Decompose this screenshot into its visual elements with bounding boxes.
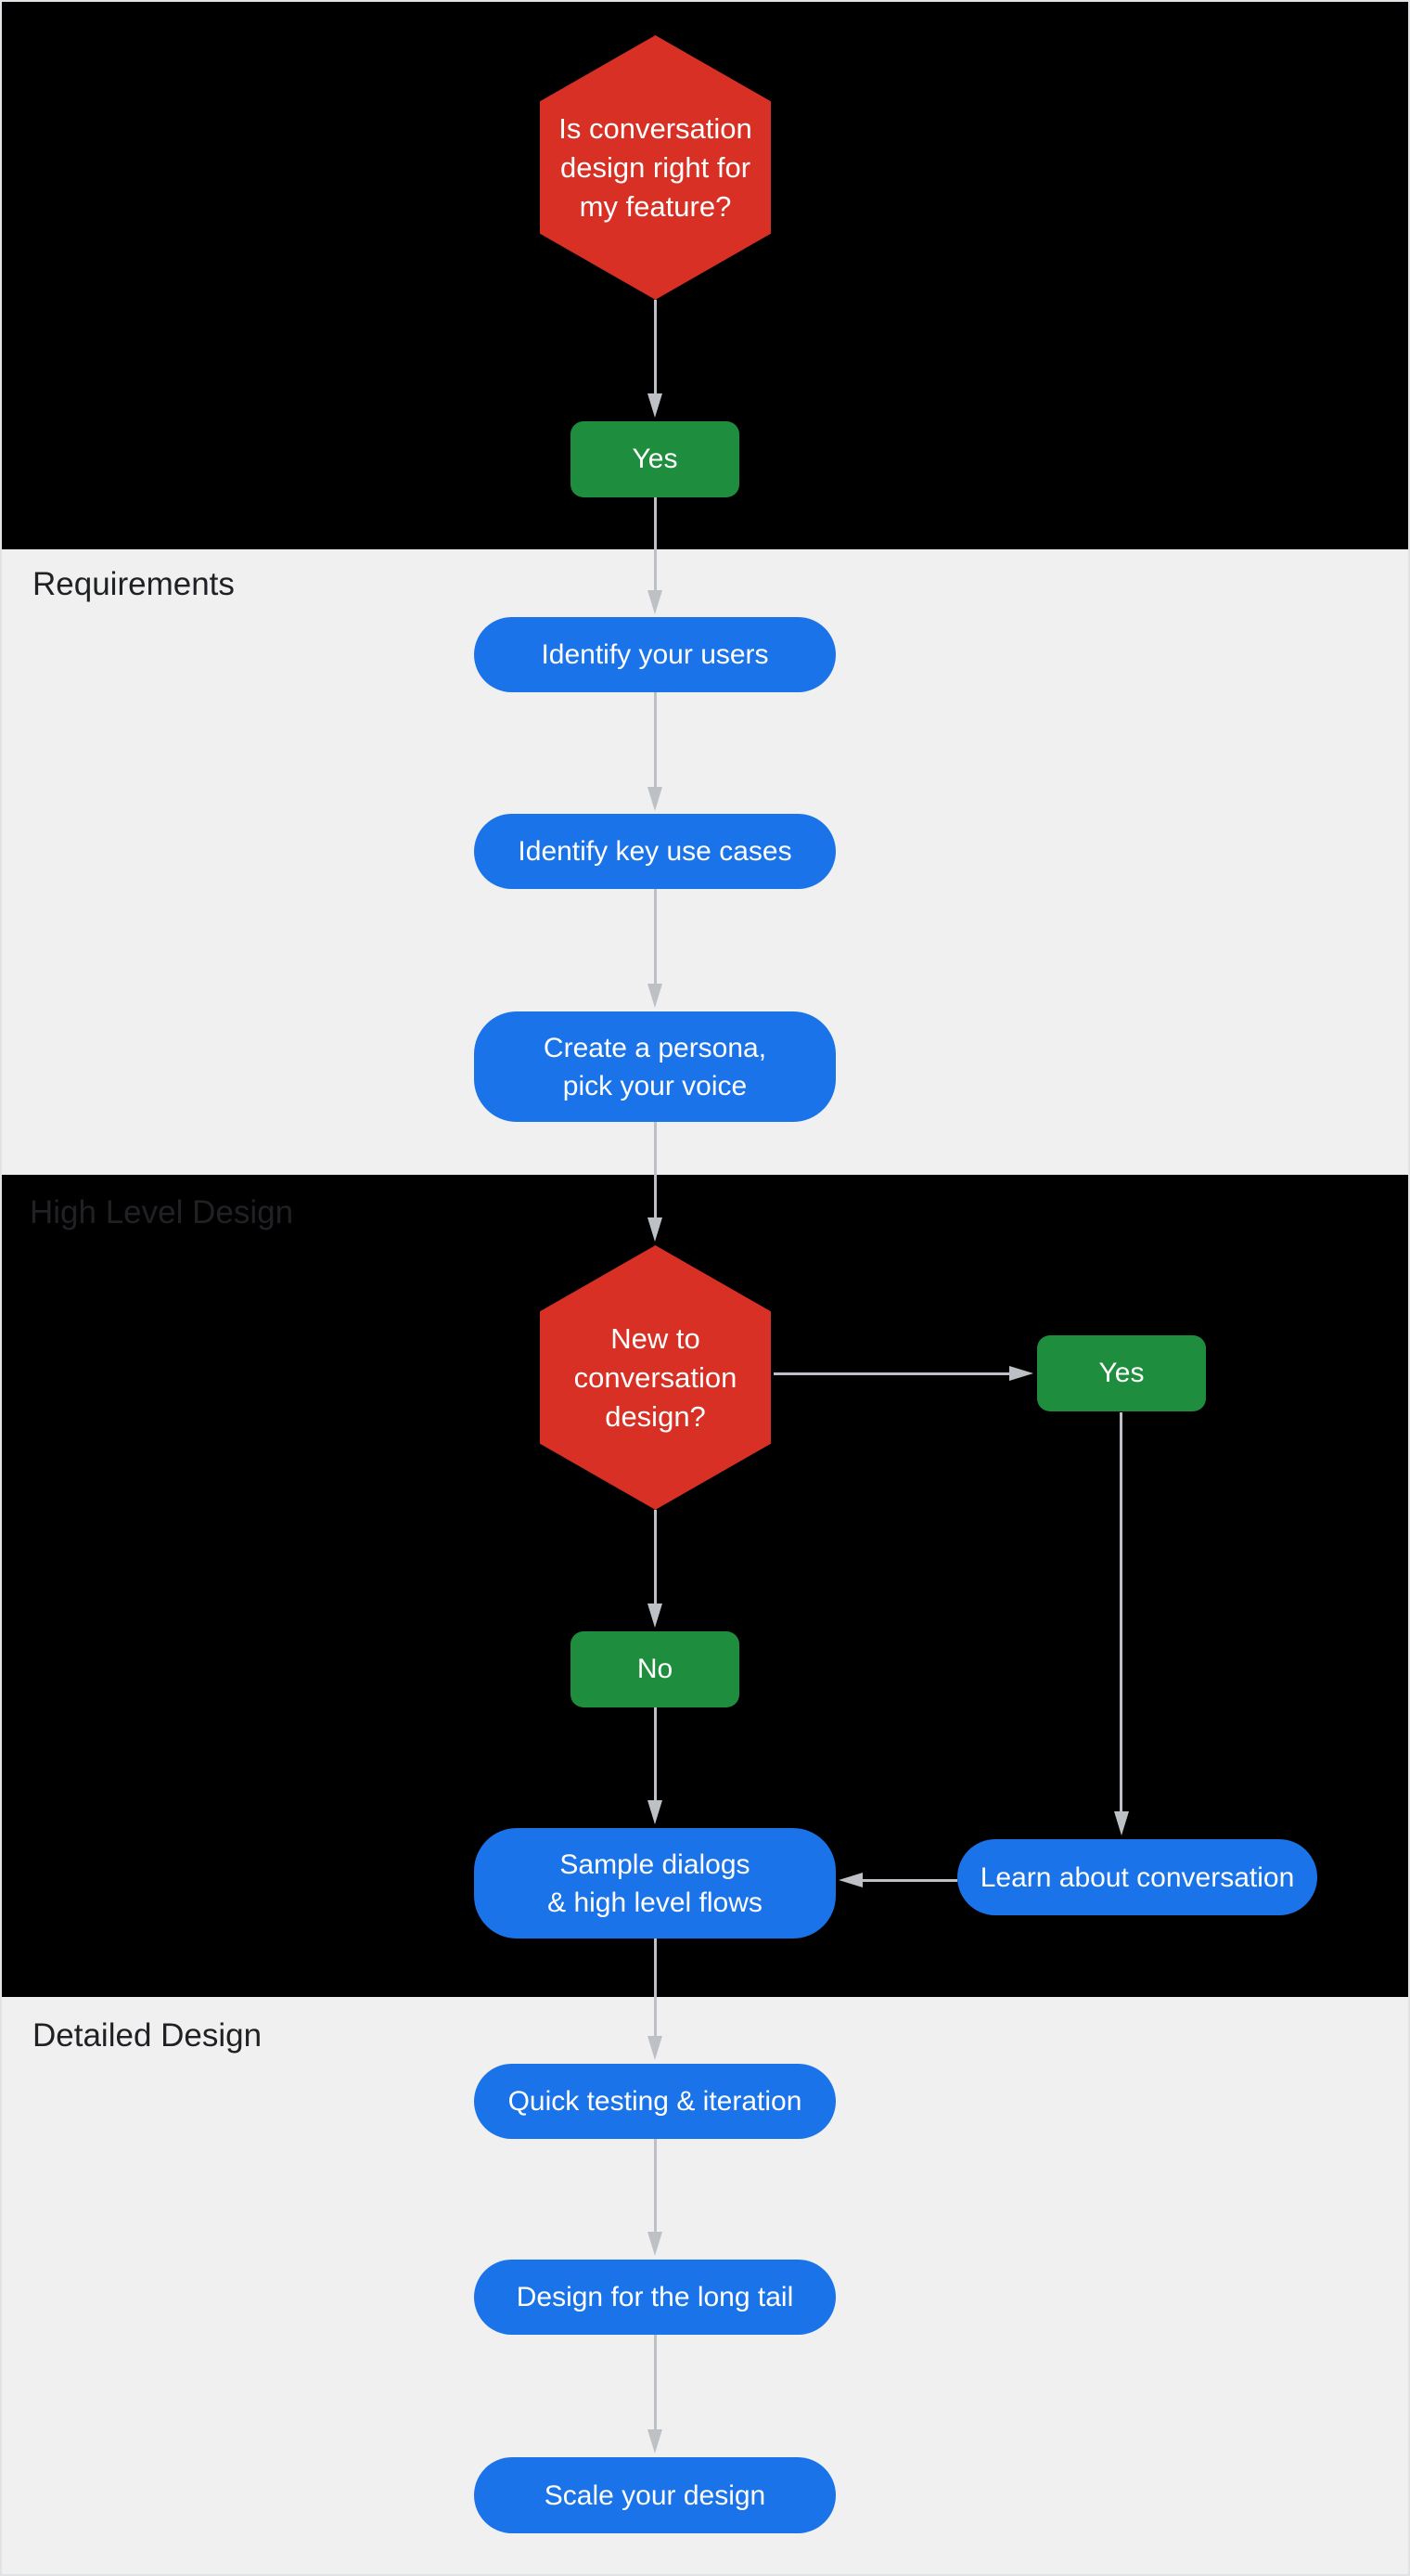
decision-new-to-conversation-design[interactable]: New to conversation design? <box>540 1245 771 1510</box>
step-sample-dialogs-high-level-flows[interactable]: Sample dialogs & high level flows <box>474 1828 836 1938</box>
arrow-down-icon <box>647 1217 662 1242</box>
connector-line <box>654 1510 657 1604</box>
section-label-high-level-design: High Level Design <box>30 1194 294 1230</box>
arrow-down-icon <box>647 1800 662 1824</box>
section-label-detailed-design: Detailed Design <box>32 2017 263 2054</box>
connector-line <box>654 497 657 590</box>
arrow-down-icon <box>647 2232 662 2256</box>
connector-line <box>654 1122 657 1217</box>
arrow-down-icon <box>647 393 662 418</box>
arrow-down-icon <box>647 787 662 811</box>
arrow-down-icon <box>647 2429 662 2454</box>
step-create-persona-pick-voice[interactable]: Create a persona, pick your voice <box>474 1011 836 1122</box>
arrow-down-icon <box>1114 1811 1129 1835</box>
answer-yes-feature[interactable]: Yes <box>570 421 739 497</box>
connector-line <box>774 1372 1009 1375</box>
arrow-left-icon <box>839 1873 863 1887</box>
arrow-down-icon <box>647 590 662 614</box>
step-learn-about-conversation[interactable]: Learn about conversation <box>957 1839 1317 1915</box>
arrow-right-icon <box>1009 1366 1033 1381</box>
connector-line <box>863 1879 957 1882</box>
step-scale-your-design[interactable]: Scale your design <box>474 2457 836 2533</box>
connector-line <box>1120 1412 1122 1811</box>
section-label-requirements: Requirements <box>32 566 235 602</box>
connector-line <box>654 889 657 984</box>
step-quick-testing-iteration[interactable]: Quick testing & iteration <box>474 2064 836 2139</box>
arrow-down-icon <box>647 2036 662 2060</box>
connector-line <box>654 692 657 787</box>
answer-no-new[interactable]: No <box>570 1631 739 1707</box>
connector-line <box>654 300 657 393</box>
arrow-down-icon <box>647 984 662 1008</box>
decision-is-conversation-design-right[interactable]: Is conversation design right for my feat… <box>540 35 771 300</box>
connector-line <box>654 2139 657 2232</box>
step-identify-key-use-cases[interactable]: Identify key use cases <box>474 814 836 889</box>
step-identify-your-users[interactable]: Identify your users <box>474 617 836 692</box>
step-design-for-long-tail[interactable]: Design for the long tail <box>474 2260 836 2335</box>
connector-line <box>654 2335 657 2429</box>
arrow-down-icon <box>647 1604 662 1628</box>
answer-yes-new[interactable]: Yes <box>1037 1335 1206 1411</box>
connector-line <box>654 1938 657 2036</box>
connector-line <box>654 1707 657 1800</box>
